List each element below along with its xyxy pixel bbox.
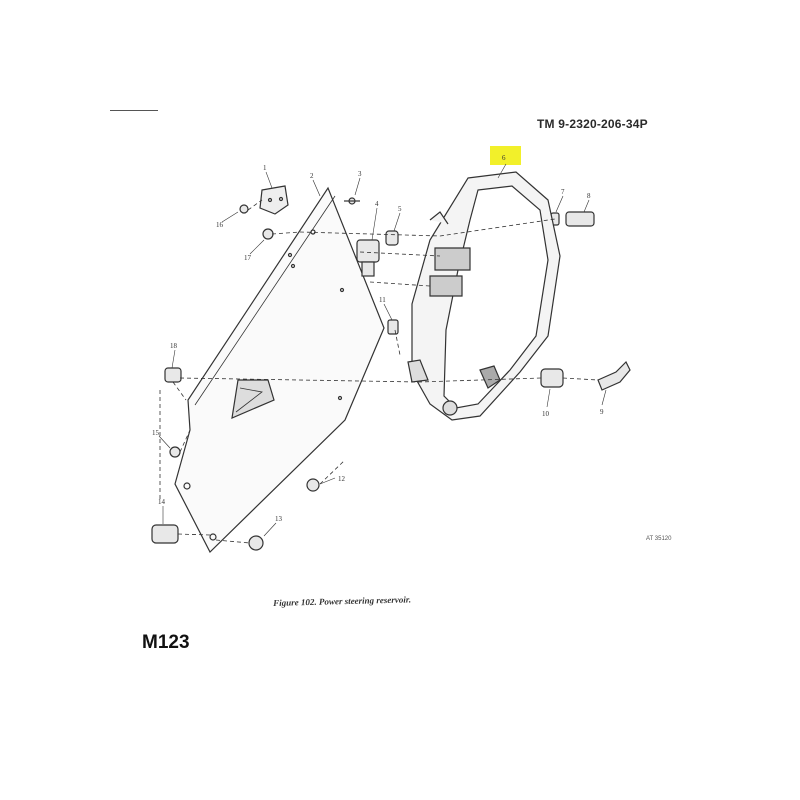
callout-8: 8 (587, 192, 591, 200)
callout-leaders (158, 163, 607, 537)
nut-13 (248, 535, 264, 551)
callout-9: 9 (600, 408, 604, 416)
bolt-14 (151, 524, 179, 544)
callout-11: 11 (379, 296, 386, 304)
nut-17 (262, 228, 274, 240)
top-rule (110, 110, 158, 111)
fitting-4-stem (361, 261, 375, 277)
callout-7: 7 (561, 188, 565, 196)
fitting-10 (540, 368, 564, 388)
nut-15 (169, 446, 181, 458)
callout-6-highlight (490, 146, 521, 165)
callout-4: 4 (375, 200, 379, 208)
elbow-9 (597, 360, 631, 391)
tm-number-header: TM 9-2320-206-34P (537, 117, 648, 131)
callout-10: 10 (542, 410, 550, 418)
callout-5: 5 (398, 205, 402, 213)
assembly-centerlines (159, 199, 599, 544)
callout-15: 15 (152, 429, 160, 437)
bracket-hole (209, 533, 217, 541)
bracket-hole (183, 482, 191, 490)
screw-11 (387, 319, 399, 335)
reservoir-fitting-port (429, 275, 463, 297)
bracket-hole (287, 252, 293, 258)
callout-1: 1 (263, 164, 267, 172)
reservoir-mount-tab (407, 359, 429, 383)
callout-12: 12 (338, 475, 346, 483)
callout-17: 17 (244, 254, 252, 262)
callout-2: 2 (310, 172, 314, 180)
bracket-hole (290, 263, 296, 269)
plug-5 (385, 230, 399, 246)
bracket-hole (310, 229, 316, 235)
callout-18: 18 (170, 342, 178, 350)
nut-16 (239, 204, 249, 214)
bolt-8 (565, 211, 595, 227)
callout-3: 3 (358, 170, 362, 178)
fitting-4 (356, 239, 380, 263)
reservoir-6 (407, 171, 561, 421)
art-number: AT 35120 (646, 536, 672, 542)
callout-6: 6 (502, 154, 506, 162)
callout-13: 13 (275, 515, 283, 523)
fastener-group (151, 197, 631, 551)
nut-12 (306, 478, 320, 492)
small-bracket (259, 185, 289, 215)
reservoir-outlet (479, 365, 501, 389)
reservoir-drain (442, 400, 458, 416)
model-label: M123 (142, 632, 190, 653)
reservoir-fitting-port (434, 247, 471, 271)
callout-16: 16 (216, 221, 224, 229)
bracket-hole (339, 287, 345, 293)
mounting-bracket-plate (174, 186, 385, 553)
bracket-hole (337, 395, 343, 401)
screw-18 (164, 367, 182, 383)
callout-14: 14 (158, 498, 166, 506)
